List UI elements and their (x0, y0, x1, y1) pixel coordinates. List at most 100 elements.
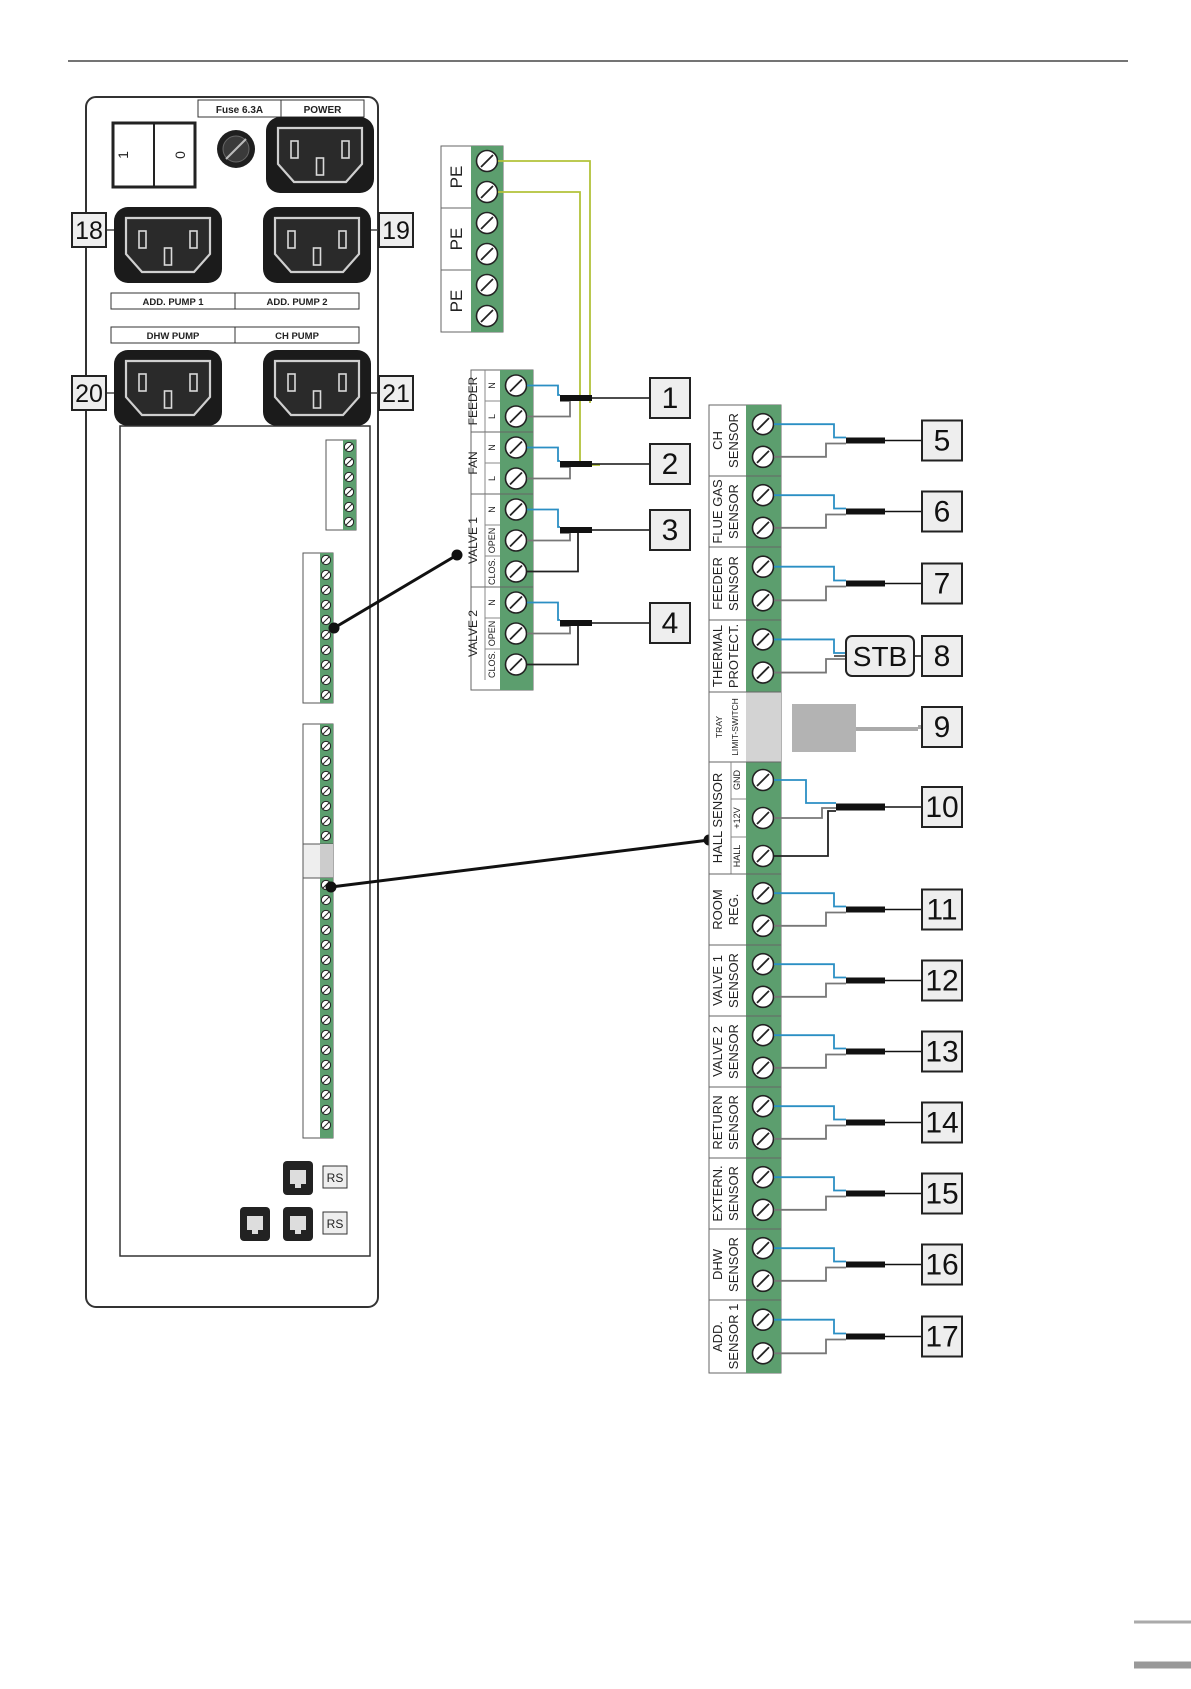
mini-screw[interactable] (320, 894, 332, 906)
input-screw[interactable] (751, 1341, 775, 1365)
input-screw[interactable] (751, 483, 775, 507)
mini-screw[interactable] (320, 689, 332, 701)
mini-screw[interactable] (320, 1119, 332, 1131)
input-screw[interactable] (751, 1198, 775, 1222)
input-screw[interactable] (751, 1165, 775, 1189)
mini-screw[interactable] (320, 785, 332, 797)
mini-screw[interactable] (320, 1029, 332, 1041)
output-screw[interactable] (504, 436, 528, 459)
pe-screw[interactable] (475, 149, 499, 173)
output-screw[interactable] (504, 498, 528, 521)
socket-add-pump-1[interactable] (112, 205, 224, 285)
power-socket[interactable] (264, 115, 376, 195)
rj45-port-3[interactable] (283, 1207, 313, 1241)
mini-screw[interactable] (320, 659, 332, 671)
mini-screw[interactable] (320, 999, 332, 1011)
callout-7: 7 (921, 562, 963, 605)
pe-screw[interactable] (475, 242, 499, 266)
mini-screw[interactable] (320, 1089, 332, 1101)
mini-screw[interactable] (320, 569, 332, 581)
output-screw[interactable] (504, 560, 528, 583)
output-screw[interactable] (504, 653, 528, 676)
mini-screw[interactable] (320, 674, 332, 686)
mini-screw[interactable] (320, 740, 332, 752)
mini-screw[interactable] (320, 755, 332, 767)
svg-text:1: 1 (662, 382, 679, 415)
mini-screw[interactable] (320, 770, 332, 782)
output-screw[interactable] (504, 591, 528, 614)
input-screw[interactable] (751, 1269, 775, 1293)
mini-screw[interactable] (320, 554, 332, 566)
pe-screw[interactable] (475, 211, 499, 235)
input-screw[interactable] (751, 1308, 775, 1332)
pe-screw[interactable] (475, 180, 499, 204)
mini-screw[interactable] (320, 584, 332, 596)
mini-screw[interactable] (320, 969, 332, 981)
fuse-holder[interactable] (217, 130, 255, 168)
rj45-port-2[interactable] (240, 1207, 270, 1241)
input-screw[interactable] (751, 806, 775, 830)
input-screw[interactable] (751, 516, 775, 540)
input-screw[interactable] (751, 445, 775, 469)
input-screw[interactable] (751, 588, 775, 612)
mini-screw[interactable] (343, 441, 355, 453)
input-screw[interactable] (751, 1236, 775, 1260)
mini-screw[interactable] (320, 1074, 332, 1086)
input-screw[interactable] (751, 914, 775, 938)
mini-screw[interactable] (343, 486, 355, 498)
output-screw[interactable] (504, 467, 528, 490)
mini-screw[interactable] (343, 516, 355, 528)
input-screw[interactable] (751, 555, 775, 579)
mini-screw[interactable] (320, 629, 332, 641)
input-screw[interactable] (751, 1094, 775, 1118)
pe-screw[interactable] (475, 304, 499, 328)
svg-text:11: 11 (926, 894, 957, 927)
input-screw[interactable] (751, 1023, 775, 1047)
mini-screw[interactable] (320, 1059, 332, 1071)
mini-screw[interactable] (320, 1014, 332, 1026)
callout-8: 8 (921, 635, 963, 677)
mini-screw[interactable] (320, 939, 332, 951)
mini-screw[interactable] (320, 644, 332, 656)
mini-screw[interactable] (320, 1104, 332, 1116)
input-screw[interactable] (751, 768, 775, 792)
input-label-4-b: LIMIT-SWITCH (730, 698, 740, 756)
socket-add-pump-2[interactable] (261, 205, 373, 285)
mini-screw[interactable] (320, 830, 332, 842)
input-screw[interactable] (751, 661, 775, 684)
input-screw[interactable] (751, 1127, 775, 1151)
input-screw[interactable] (751, 881, 775, 905)
input-screw[interactable] (751, 844, 775, 868)
callout-15: 15 (921, 1172, 963, 1215)
output-screw[interactable] (504, 374, 528, 397)
input-screw[interactable] (751, 1056, 775, 1080)
mini-screw[interactable] (320, 599, 332, 611)
mini-screw[interactable] (320, 984, 332, 996)
input-label-10-a: EXTERN. (710, 1165, 725, 1221)
input-screw[interactable] (751, 952, 775, 976)
callout-2: 2 (649, 443, 691, 485)
power-switch[interactable]: 1 0 (111, 121, 197, 189)
mini-screw[interactable] (320, 800, 332, 812)
pe-screw[interactable] (475, 273, 499, 297)
mini-screw[interactable] (343, 501, 355, 513)
output-screw[interactable] (504, 529, 528, 552)
mini-screw[interactable] (320, 1044, 332, 1056)
mini-screw[interactable] (320, 725, 332, 737)
output-screw[interactable] (504, 622, 528, 645)
rj45-port-1[interactable] (283, 1161, 313, 1195)
mini-screw[interactable] (320, 815, 332, 827)
mini-screw[interactable] (320, 954, 332, 966)
socket-ch-pump[interactable] (261, 348, 373, 428)
input-screw[interactable] (751, 985, 775, 1009)
input-screw[interactable] (751, 412, 775, 436)
mini-screw[interactable] (320, 924, 332, 936)
mini-screw[interactable] (320, 614, 332, 626)
mini-screw[interactable] (343, 471, 355, 483)
mini-screw[interactable] (343, 456, 355, 468)
output-screw[interactable] (504, 405, 528, 428)
socket-dhw-pump[interactable] (112, 348, 224, 428)
input-screw[interactable] (751, 628, 775, 651)
svg-text:12: 12 (925, 965, 958, 998)
mini-screw[interactable] (320, 909, 332, 921)
